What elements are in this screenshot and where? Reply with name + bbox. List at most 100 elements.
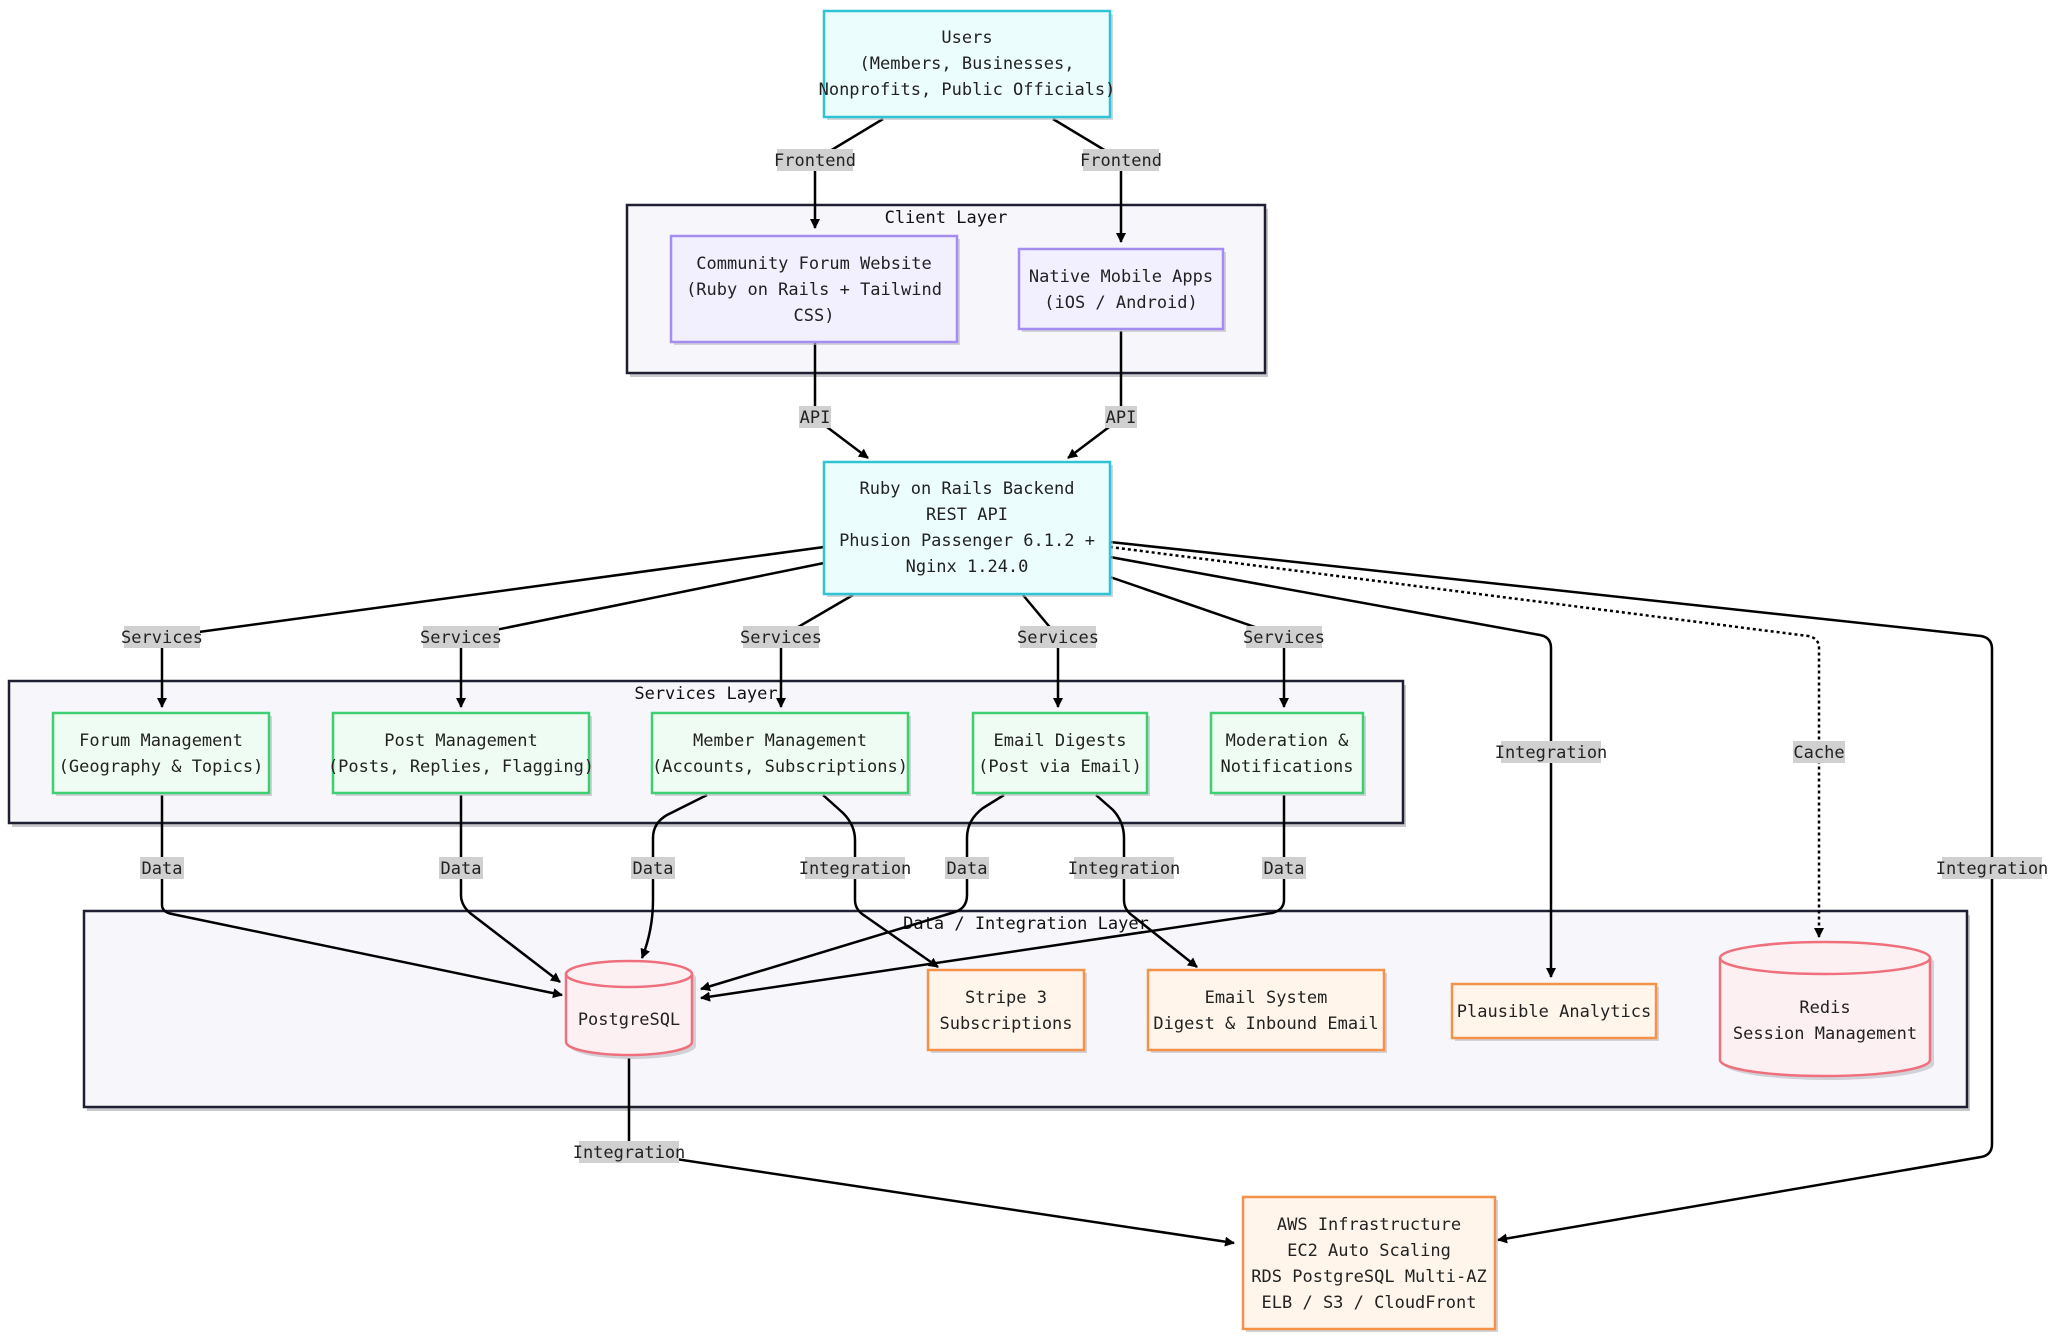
node-backend: Ruby on Rails Backend REST API Phusion P… — [822, 460, 1113, 597]
node-backend-box — [822, 460, 1112, 596]
edge-label-email-system: Integration — [1068, 857, 1181, 879]
node-moderation: Moderation & Notifications — [1209, 711, 1366, 796]
node-post-line-2: (Posts, Replies, Flagging) — [328, 757, 594, 777]
edge-forum-pg — [160, 795, 563, 999]
edge-label-backend-post: Services — [420, 626, 502, 648]
edge-label-backend-moderation: Services — [1243, 626, 1325, 648]
edge-label-users-website: Frontend — [774, 149, 856, 171]
edge-label-website-backend: API — [799, 406, 831, 428]
node-stripe: Stripe 3 Subscriptions — [926, 968, 1087, 1053]
svg-text:Integration: Integration — [1495, 743, 1608, 763]
svg-text:Services: Services — [121, 628, 203, 648]
node-aws-line-2: EC2 Auto Scaling — [1287, 1241, 1451, 1261]
node-email-system-line-2: Digest & Inbound Email — [1153, 1014, 1378, 1034]
node-backend-line-1: Ruby on Rails Backend — [860, 479, 1075, 499]
node-member-line-2: (Accounts, Subscriptions) — [652, 757, 908, 777]
edge-label-backend-member: Services — [740, 626, 822, 648]
node-aws-box — [1241, 1195, 1497, 1331]
edge-backend-plausible — [1109, 555, 1556, 978]
edge-label-users-mobile: Frontend — [1080, 149, 1162, 171]
cluster-title-client: Client Layer — [885, 208, 1008, 228]
svg-text:Data: Data — [633, 859, 674, 879]
node-forum-management: Forum Management (Geography & Topics) — [51, 711, 272, 796]
svg-text:Integration: Integration — [1068, 859, 1181, 879]
svg-text:Services: Services — [1017, 628, 1099, 648]
redis-cylinder-top-rim — [1718, 957, 1932, 976]
node-redis-line-1: Redis — [1799, 998, 1850, 1018]
node-email-digests: Email Digests (Post via Email) — [971, 711, 1150, 796]
svg-text:Cache: Cache — [1793, 743, 1844, 763]
nodes-group: Users (Members, Businesses, Nonprofits, … — [51, 9, 1934, 1332]
svg-text:Frontend: Frontend — [774, 151, 856, 171]
edge-post-pg — [459, 795, 561, 983]
svg-text:Integration: Integration — [1936, 859, 2048, 879]
node-email-system-box — [1146, 968, 1386, 1052]
node-stripe-line-1: Stripe 3 — [965, 988, 1047, 1008]
node-users-line-2: (Members, Businesses, — [860, 54, 1075, 74]
node-website-line-2: (Ruby on Rails + Tailwind — [686, 280, 942, 300]
node-forum-box — [51, 711, 271, 795]
node-users-line-3: Nonprofits, Public Officials) — [819, 80, 1116, 100]
svg-text:API: API — [1106, 408, 1137, 428]
node-email-system-line-1: Email System — [1205, 988, 1328, 1008]
node-backend-line-2: REST API — [926, 505, 1008, 525]
svg-text:API: API — [800, 408, 831, 428]
node-plausible: Plausible Analytics — [1450, 982, 1659, 1041]
node-moderation-box — [1209, 711, 1365, 795]
svg-text:Data: Data — [142, 859, 183, 879]
node-mobile: Native Mobile Apps (iOS / Android) — [1017, 247, 1226, 332]
edge-label-email-pg: Data — [945, 857, 989, 879]
node-backend-line-3: Phusion Passenger 6.1.2 + — [839, 531, 1095, 551]
node-postgresql: PostgreSQL — [564, 959, 696, 1059]
node-website: Community Forum Website (Ruby on Rails +… — [669, 234, 960, 345]
edge-label-forum-pg: Data — [140, 857, 184, 879]
edge-label-member-pg: Data — [631, 857, 675, 879]
edge-member-pg — [640, 793, 708, 959]
svg-text:Integration: Integration — [573, 1143, 686, 1163]
svg-text:Data: Data — [1264, 859, 1305, 879]
postgresql-cylinder-top-rim — [564, 973, 694, 989]
svg-text:Data: Data — [441, 859, 482, 879]
node-stripe-box — [926, 968, 1086, 1052]
svg-text:Services: Services — [1243, 628, 1325, 648]
node-moderation-line-2: Notifications — [1220, 757, 1353, 777]
node-post-line-1: Post Management — [384, 731, 538, 751]
edge-label-mobile-backend: API — [1105, 406, 1137, 428]
node-plausible-line-1: Plausible Analytics — [1457, 1002, 1651, 1022]
node-mobile-line-2: (iOS / Android) — [1044, 293, 1198, 313]
node-post-box — [331, 711, 591, 795]
node-users-box — [822, 9, 1112, 119]
edge-label-backend-forum: Services — [121, 626, 203, 648]
node-email-digests-box — [971, 711, 1149, 795]
edge-label-backend-redis: Cache — [1793, 741, 1845, 763]
node-redis-line-2: Session Management — [1733, 1024, 1917, 1044]
node-website-line-3: CSS) — [794, 306, 835, 326]
edge-moderation-pg — [700, 795, 1286, 1002]
node-aws-line-1: AWS Infrastructure — [1277, 1215, 1461, 1235]
edge-label-backend-email: Services — [1017, 626, 1099, 648]
node-member-box — [650, 711, 910, 795]
node-postgresql-line-1: PostgreSQL — [578, 1010, 680, 1030]
node-aws-line-4: ELB / S3 / CloudFront — [1262, 1293, 1477, 1313]
cluster-title-services: Services Layer — [634, 684, 777, 704]
node-stripe-line-2: Subscriptions — [939, 1014, 1072, 1034]
node-users-line-1: Users — [941, 28, 992, 48]
node-email-system: Email System Digest & Inbound Email — [1146, 968, 1387, 1053]
node-mobile-box — [1017, 247, 1225, 331]
edge-backend-redis — [1109, 545, 1824, 938]
edge-label-backend-aws: Integration — [1936, 857, 2048, 879]
edge-labels-group: Frontend Frontend API API Services Servi… — [121, 149, 2048, 1163]
node-email-digests-line-1: Email Digests — [993, 731, 1126, 751]
cluster-title-data: Data / Integration Layer — [903, 914, 1149, 934]
node-users: Users (Members, Businesses, Nonprofits, … — [819, 9, 1116, 120]
node-redis: Redis Session Management — [1718, 940, 1934, 1080]
svg-text:Services: Services — [420, 628, 502, 648]
edge-label-post-pg: Data — [439, 857, 483, 879]
node-backend-line-4: Nginx 1.24.0 — [906, 557, 1029, 577]
edge-label-pg-aws: Integration — [573, 1141, 686, 1163]
node-plausible-box — [1450, 982, 1658, 1040]
edge-label-moderation-pg: Data — [1262, 857, 1306, 879]
node-member-management: Member Management (Accounts, Subscriptio… — [650, 711, 911, 796]
svg-text:Data: Data — [947, 859, 988, 879]
